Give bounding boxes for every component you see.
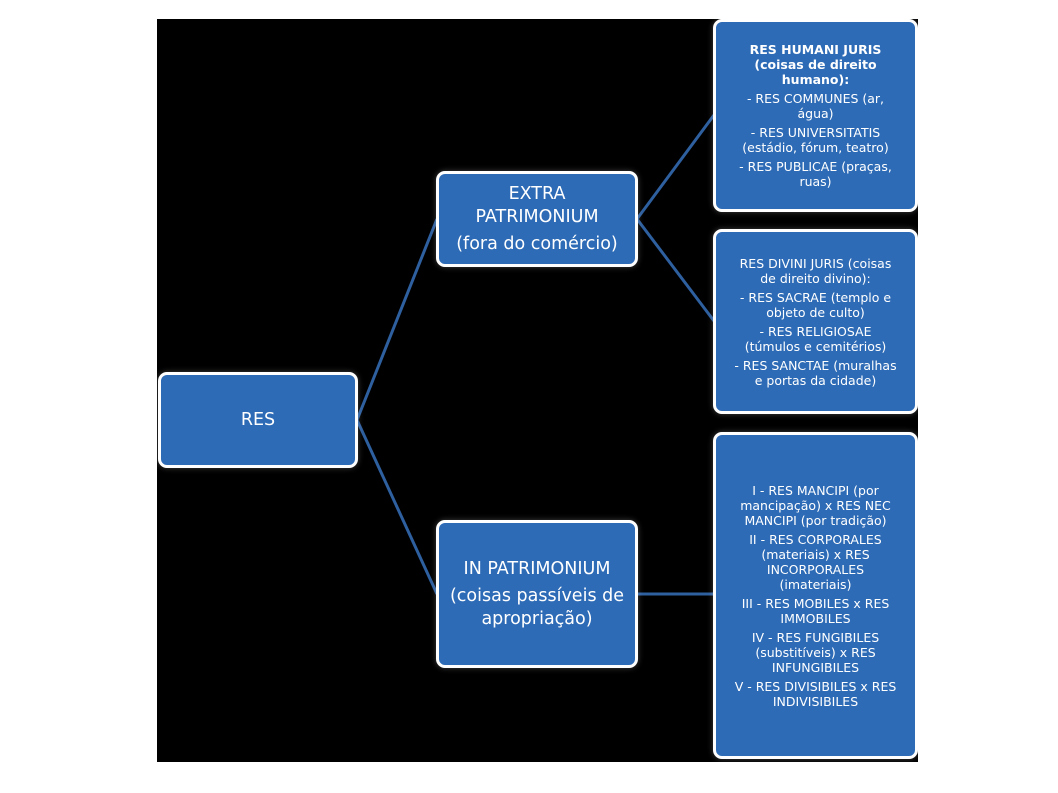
node-res-classifications: I - RES MANCIPI (por mancipação) x RES N… xyxy=(713,432,918,759)
node-extra-patrimonium: EXTRA PATRIMONIUM (fora do comércio) xyxy=(436,171,638,267)
class-1-line-3: MANCIPI (por tradição) xyxy=(744,512,887,528)
humani-item-1-line-1: - RES COMMUNES (ar, xyxy=(746,91,885,106)
class-1-line-1: I - RES MANCIPI (por xyxy=(752,482,879,498)
node-humani-title-1: RES HUMANI JURIS xyxy=(749,42,882,57)
humani-item-3-line-1: - RES PUBLICAE (praças, xyxy=(739,159,892,174)
class-4-line-2: (substitíveis) x RES xyxy=(755,644,876,660)
divini-item-2-line-1: - RES RELIGIOSAE xyxy=(759,323,872,339)
class-3-line-2: IMMOBILES xyxy=(780,610,851,626)
node-res-humani-juris: RES HUMANI JURIS (coisas de direito huma… xyxy=(713,19,918,212)
node-res: RES xyxy=(158,372,358,468)
class-2-line-1: II - RES CORPORALES xyxy=(749,531,882,547)
node-in-subtitle-1: (coisas passíveis de xyxy=(449,585,624,606)
humani-item-1-line-2: água) xyxy=(797,106,834,121)
humani-item-3-line-2: ruas) xyxy=(799,174,832,189)
class-4-line-3: INFUNGIBILES xyxy=(771,659,860,675)
class-1-line-2: mancipação) x RES NEC xyxy=(740,497,891,513)
class-2-line-2: (materiais) x RES xyxy=(761,546,870,562)
class-2-line-4: (imateriais) xyxy=(779,576,852,592)
class-5-line-2: INDIVISIBILES xyxy=(772,693,859,709)
node-humani-title-2: (coisas de direito xyxy=(754,57,877,72)
node-extra-subtitle: (fora do comércio) xyxy=(456,233,618,254)
humani-item-2-line-1: - RES UNIVERSITATIS xyxy=(750,125,881,140)
divini-item-1-line-1: - RES SACRAE (templo e xyxy=(739,289,892,305)
class-3-line-1: III - RES MOBILES x RES xyxy=(741,595,890,611)
node-extra-title-1: EXTRA xyxy=(508,183,566,204)
divini-item-1-line-2: objeto de culto) xyxy=(766,304,865,320)
node-res-divini-juris: RES DIVINI JURIS (coisas de direito divi… xyxy=(713,229,918,414)
class-4-line-1: IV - RES FUNGIBILES xyxy=(751,629,880,645)
node-in-subtitle-2: apropriação) xyxy=(481,608,593,629)
class-2-line-3: INCORPORALES xyxy=(766,561,865,577)
divini-item-3-line-2: e portas da cidade) xyxy=(754,372,877,388)
node-in-title: IN PATRIMONIUM xyxy=(463,558,611,579)
node-in-patrimonium: IN PATRIMONIUM (coisas passíveis de apro… xyxy=(436,520,638,668)
node-extra-title-2: PATRIMONIUM xyxy=(475,206,599,227)
node-res-label: RES xyxy=(240,409,276,430)
divini-item-3-line-1: - RES SANCTAE (muralhas xyxy=(734,357,897,373)
humani-item-2-line-2: (estádio, fórum, teatro) xyxy=(742,140,889,155)
divini-item-2-line-2: (túmulos e cemitérios) xyxy=(744,338,887,354)
class-5-line-1: V - RES DIVISIBILES x RES xyxy=(734,678,897,694)
node-humani-title-3: humano): xyxy=(781,72,850,87)
node-divini-title-1: RES DIVINI JURIS (coisas xyxy=(739,255,892,271)
node-divini-title-2: de direito divino): xyxy=(760,270,871,286)
